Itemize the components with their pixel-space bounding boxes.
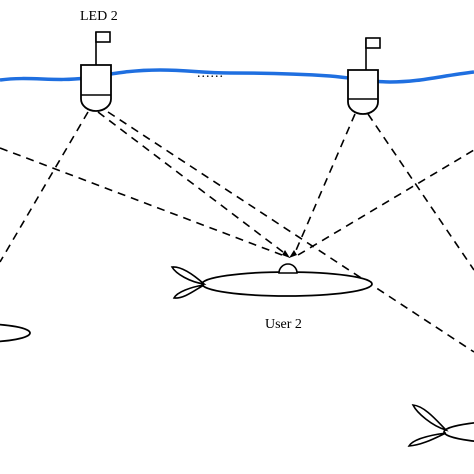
light-beams <box>0 111 474 353</box>
beam-led3-to-user3 <box>367 113 474 271</box>
user3-vehicle <box>407 404 474 447</box>
led2-transmitter <box>80 31 112 112</box>
user3-propeller-top <box>411 404 449 432</box>
beam-led2-to-user1 <box>0 111 89 263</box>
led3-body <box>347 69 379 115</box>
user2-propeller-top <box>170 266 207 286</box>
beam-led2-to-user3 <box>107 111 474 353</box>
led2-label: LED 2 <box>80 9 118 24</box>
receive-arrow-left <box>282 250 290 258</box>
beam-user2-to-right <box>297 149 474 256</box>
water-surface-line <box>0 68 474 84</box>
user1-vehicle <box>0 323 31 343</box>
user2-hull <box>201 271 373 297</box>
user2-receiver-dome <box>278 263 298 274</box>
led3-transmitter <box>347 37 381 115</box>
beam-led2-to-user2 <box>97 111 288 256</box>
user1-hull <box>0 323 31 343</box>
ellipsis-label: ...... <box>197 66 224 81</box>
beam-led3-to-user2 <box>293 113 356 256</box>
beam-left-to-user2 <box>0 147 283 256</box>
user3-hull <box>443 421 474 443</box>
led2-flag <box>95 31 111 43</box>
user2-vehicle <box>170 263 373 299</box>
led2-body <box>80 64 112 112</box>
user3-propeller-bottom <box>407 432 447 447</box>
led3-flag <box>365 37 381 49</box>
user2-label: User 2 <box>265 317 302 332</box>
user2-propeller-bottom <box>172 284 205 299</box>
receive-arrow-right <box>289 250 297 258</box>
